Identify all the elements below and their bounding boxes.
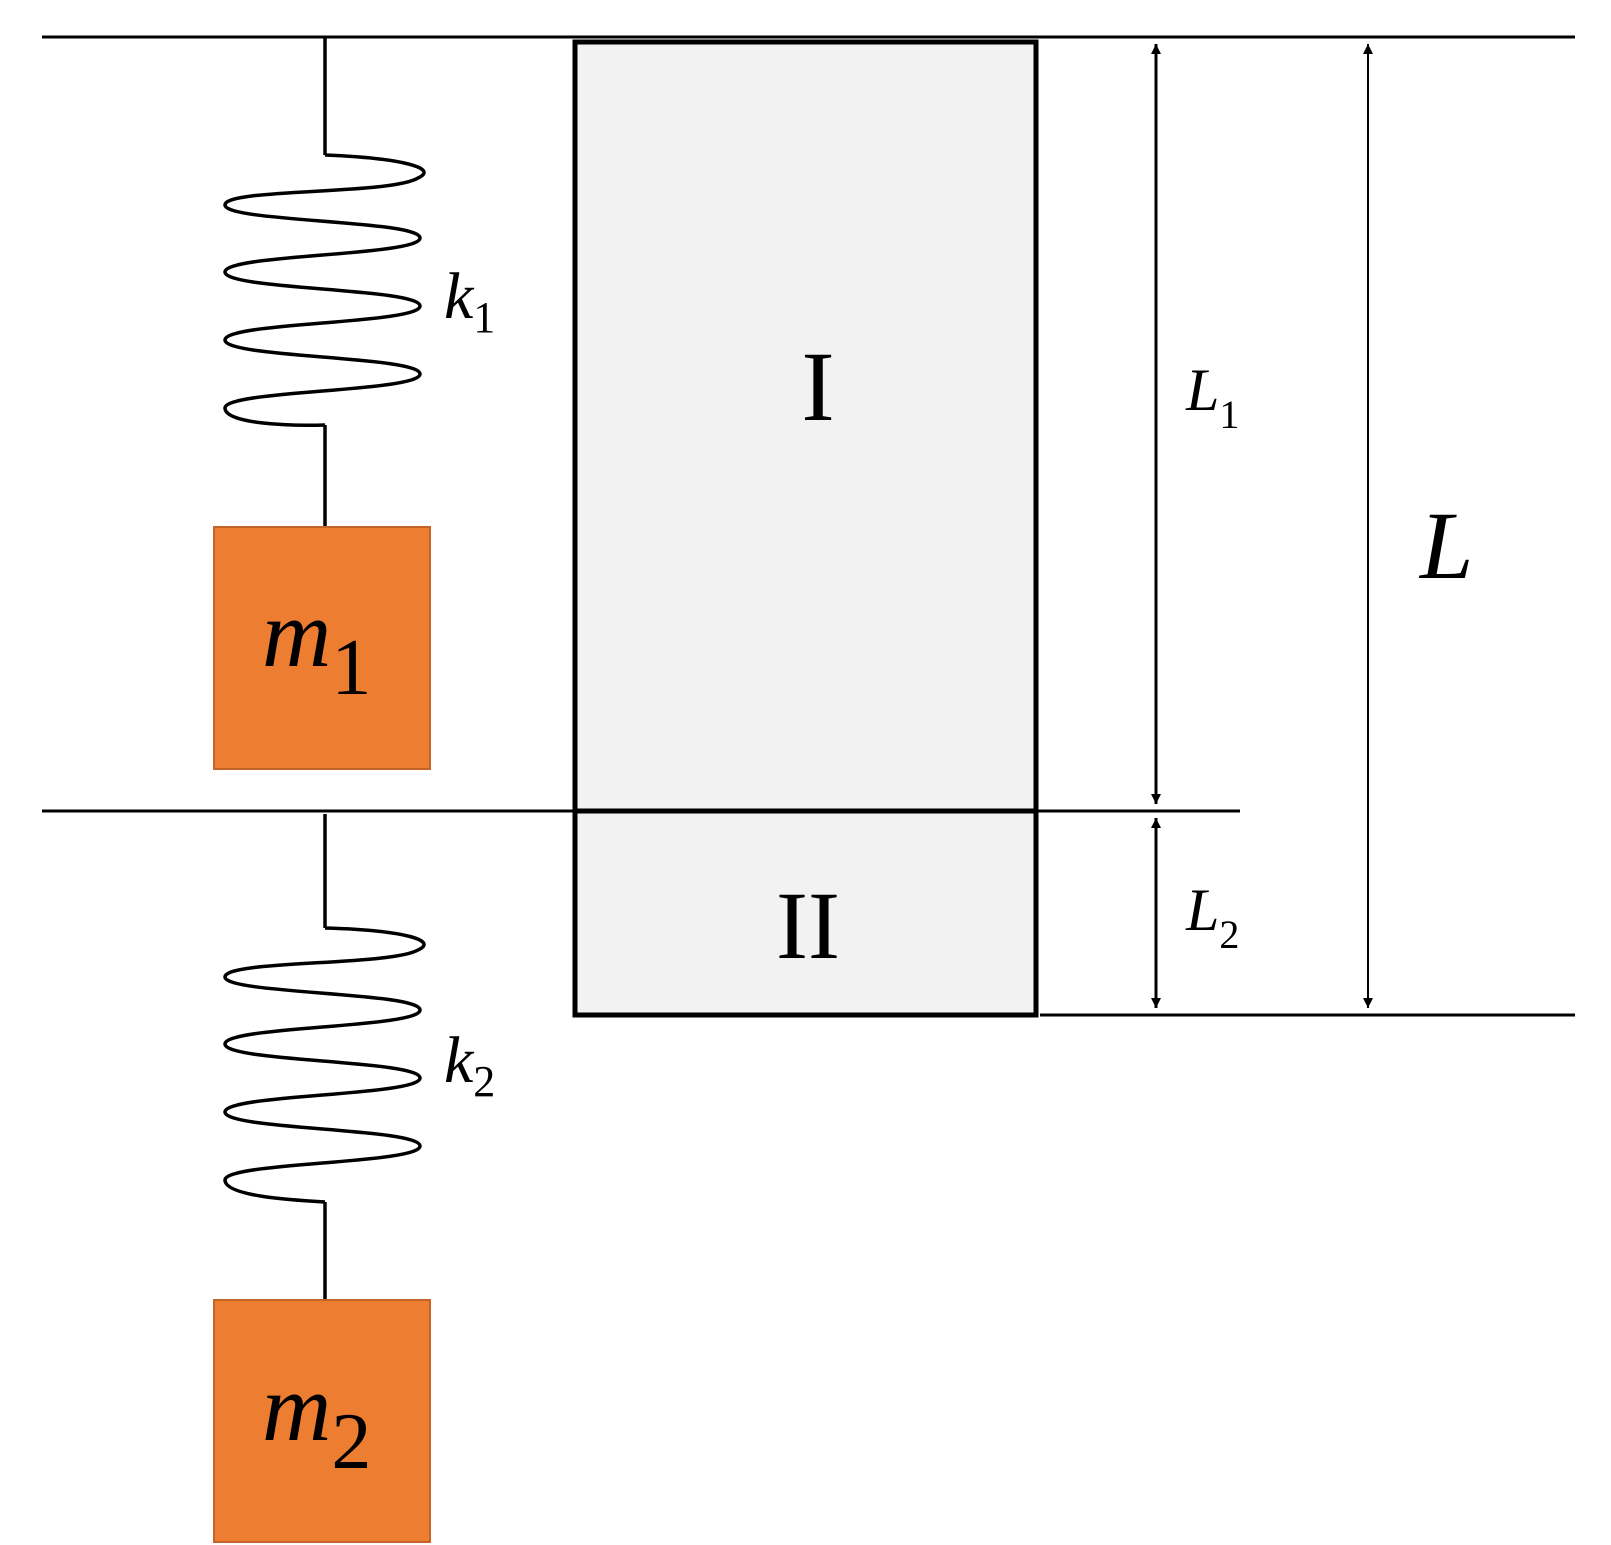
k1-label: k1 bbox=[444, 260, 495, 342]
spring-k2 bbox=[223, 814, 426, 1300]
region-I-block bbox=[572, 39, 1039, 814]
spring-k1 bbox=[223, 37, 426, 527]
mass-m1 bbox=[213, 526, 431, 770]
k2-label: k2 bbox=[444, 1024, 495, 1106]
L2-label: L2 bbox=[1185, 877, 1239, 957]
region-II-block bbox=[572, 808, 1039, 1018]
m2-label: m2 bbox=[262, 1354, 371, 1486]
m1-label: m1 bbox=[262, 580, 371, 712]
L1-label: L1 bbox=[1185, 357, 1239, 437]
region-II-label: II bbox=[776, 872, 840, 979]
mass-m2 bbox=[213, 1299, 431, 1543]
L-label: L bbox=[1418, 492, 1473, 599]
region-I-label: I bbox=[801, 331, 834, 442]
